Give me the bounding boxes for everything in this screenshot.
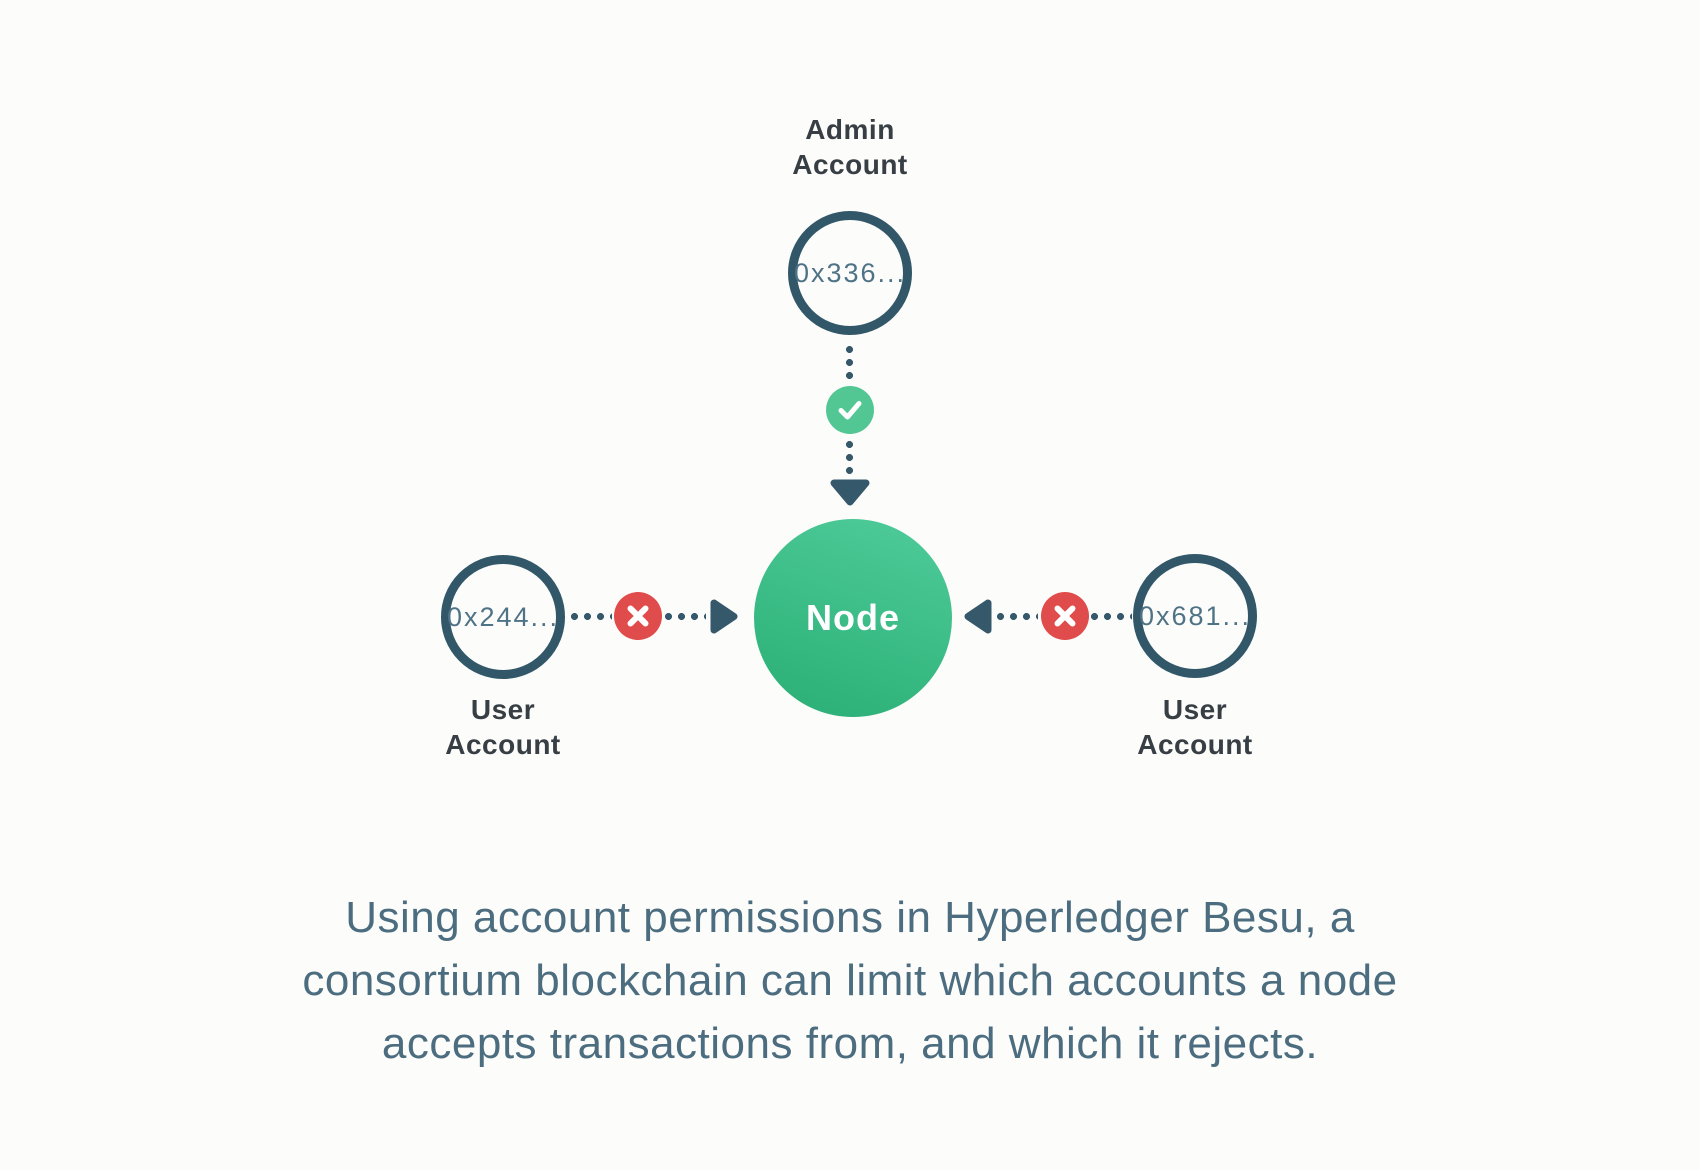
caption-line1: Using account permissions in Hyperledger… [345, 893, 1355, 942]
caption-line2: consortium blockchain can limit which ac… [302, 956, 1398, 1005]
admin-account-label: Admin Account [600, 112, 1100, 182]
user-account-left-address: 0x244... [446, 601, 560, 632]
arrow-down-icon [827, 477, 873, 514]
check-icon [838, 401, 862, 420]
user-account-right-address: 0x681... [1138, 600, 1252, 631]
caption-text: Using account permissions in Hyperledger… [150, 886, 1550, 1075]
admin-account-address: 0x336... [793, 257, 907, 288]
user-account-right-label-line2: Account [1137, 729, 1253, 760]
user-account-right-label-line1: User [1162, 694, 1228, 725]
admin-account-label-line2: Account [792, 149, 908, 180]
caption-line3: accepts transactions from, and which it … [381, 1019, 1319, 1068]
allowed-check-icon [826, 386, 874, 434]
user-right-to-node-dotted-line-outer [1091, 613, 1132, 620]
arrow-left-icon [961, 596, 995, 643]
user-account-left-label-line1: User [470, 694, 536, 725]
node-circle: Node [754, 519, 952, 717]
admin-account-label-line1: Admin [805, 114, 895, 145]
user-left-to-node-dotted-line-outer [571, 613, 612, 620]
user-account-left-label-line2: Account [445, 729, 561, 760]
admin-account-circle: 0x336... [788, 211, 912, 335]
user-account-right-label: User Account [945, 692, 1445, 762]
admin-to-node-dotted-line-lower [846, 441, 853, 477]
user-account-left-label: User Account [253, 692, 753, 762]
admin-to-node-dotted-line-upper [846, 346, 853, 383]
user-account-right-circle: 0x681... [1133, 554, 1257, 678]
cross-icon [1054, 605, 1076, 627]
user-right-to-node-dotted-line-inner [997, 613, 1038, 620]
rejected-cross-icon-left [614, 592, 662, 640]
cross-icon [627, 605, 649, 627]
user-left-to-node-dotted-line-inner [665, 613, 706, 620]
rejected-cross-icon-right [1041, 592, 1089, 640]
node-label: Node [806, 597, 900, 638]
user-account-left-circle: 0x244... [441, 555, 565, 679]
arrow-right-icon [707, 596, 741, 643]
